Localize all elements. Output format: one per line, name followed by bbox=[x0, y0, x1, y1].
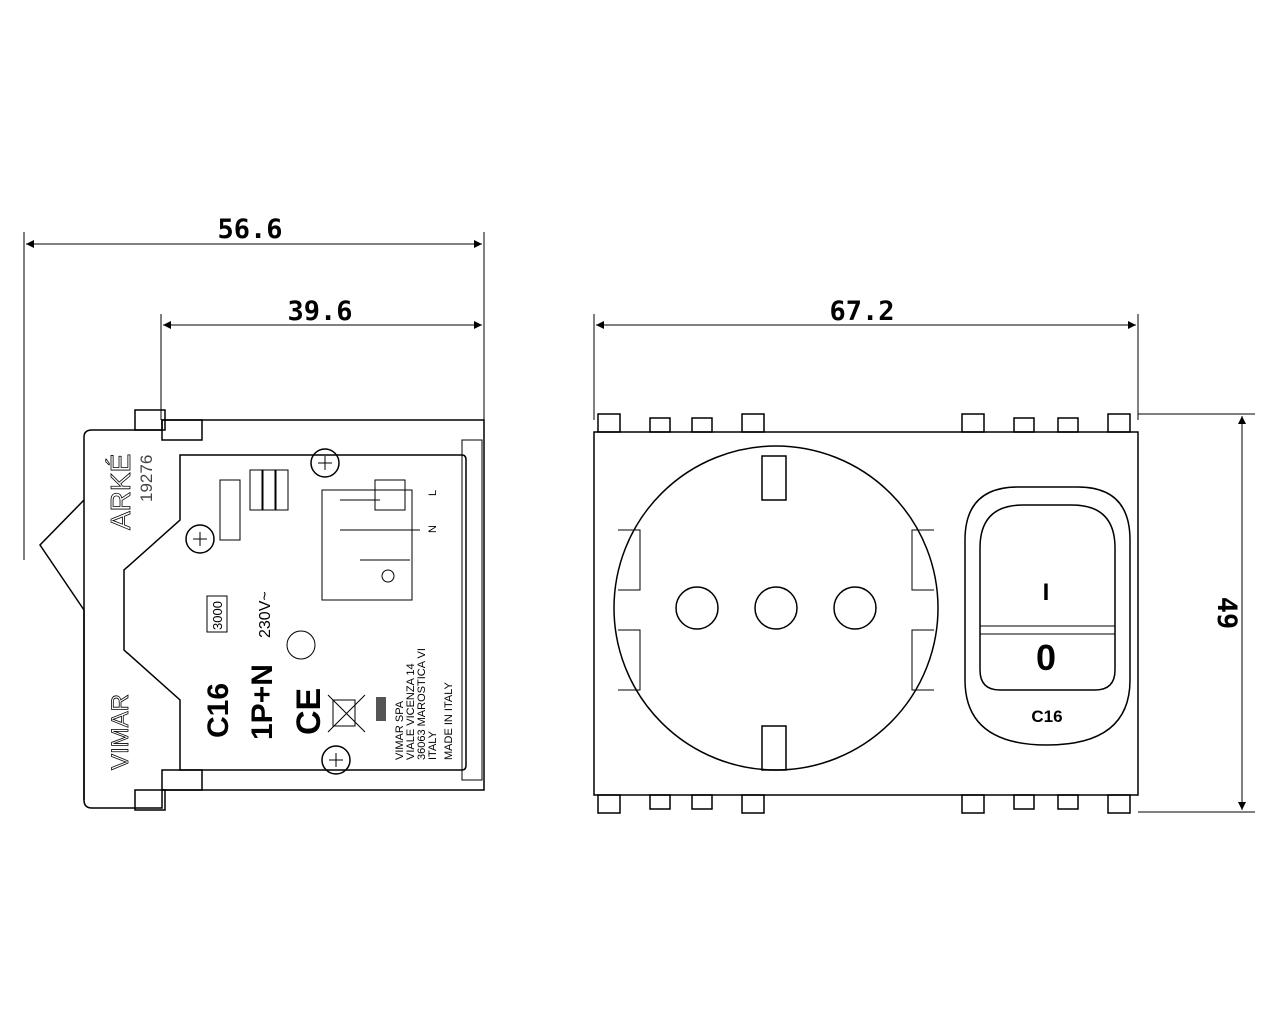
socket-hole bbox=[754, 586, 798, 630]
brand-logo: VIMAR bbox=[107, 694, 134, 770]
svg-text:36063 MAROSTICA VI: 36063 MAROSTICA VI bbox=[416, 648, 428, 760]
socket-hole bbox=[675, 586, 719, 630]
voltage-label: 230V~ bbox=[257, 591, 274, 638]
weee-bin-icon bbox=[327, 694, 366, 733]
dimension-label: 49 bbox=[1211, 597, 1242, 630]
dimension-overall-depth: 56.6 bbox=[23, 214, 485, 560]
approval-mark-icon bbox=[286, 630, 316, 660]
screw-icon bbox=[310, 448, 340, 478]
screw-icon bbox=[321, 745, 351, 775]
dimension-height: 49 bbox=[1138, 413, 1255, 813]
svg-text:VIMAR SPA: VIMAR SPA bbox=[394, 700, 406, 760]
product-code: 19276 bbox=[137, 455, 156, 502]
wiring-diagram: L N bbox=[321, 479, 439, 601]
switch-rating-label: C16 bbox=[1031, 707, 1062, 726]
mounting-clips-bottom bbox=[597, 794, 1131, 814]
ce-mark: CE bbox=[290, 688, 328, 735]
rating-box: 3000 bbox=[210, 601, 225, 630]
mounting-clips-top bbox=[597, 413, 1131, 433]
terminal-l-label: L bbox=[427, 490, 439, 496]
svg-text:VIALE VICENZA 14: VIALE VICENZA 14 bbox=[405, 663, 417, 760]
poles-label: 1P+N bbox=[246, 664, 279, 740]
switch-on-label: I bbox=[1043, 579, 1050, 606]
address-block: VIMAR SPA VIALE VICENZA 14 36063 MAROSTI… bbox=[394, 648, 455, 760]
dimension-body-depth: 39.6 bbox=[160, 296, 482, 420]
switch-off-label: 0 bbox=[1036, 637, 1056, 678]
series-logo: ARKÉ bbox=[105, 454, 136, 530]
breaker-rating: C16 bbox=[202, 683, 235, 738]
breaker-switch: I 0 C16 bbox=[964, 486, 1131, 746]
svg-text:MADE IN ITALY: MADE IN ITALY bbox=[443, 682, 455, 760]
svg-text:ITALY: ITALY bbox=[427, 730, 439, 760]
screw-icon bbox=[185, 524, 215, 554]
dimension-label: 39.6 bbox=[287, 296, 352, 327]
socket-hole bbox=[833, 586, 877, 630]
terminal-n-label: N bbox=[427, 525, 439, 533]
dimension-label: 56.6 bbox=[217, 214, 282, 245]
front-view: I 0 C16 bbox=[593, 413, 1139, 814]
side-view: L N ARKÉ 19276 VIMAR 3000 230V~ C16 1P+N… bbox=[39, 409, 485, 811]
schuko-socket bbox=[613, 445, 939, 771]
dimension-label: 67.2 bbox=[829, 296, 894, 327]
dimension-width: 67.2 bbox=[593, 296, 1139, 420]
terminal-fins bbox=[219, 469, 289, 541]
